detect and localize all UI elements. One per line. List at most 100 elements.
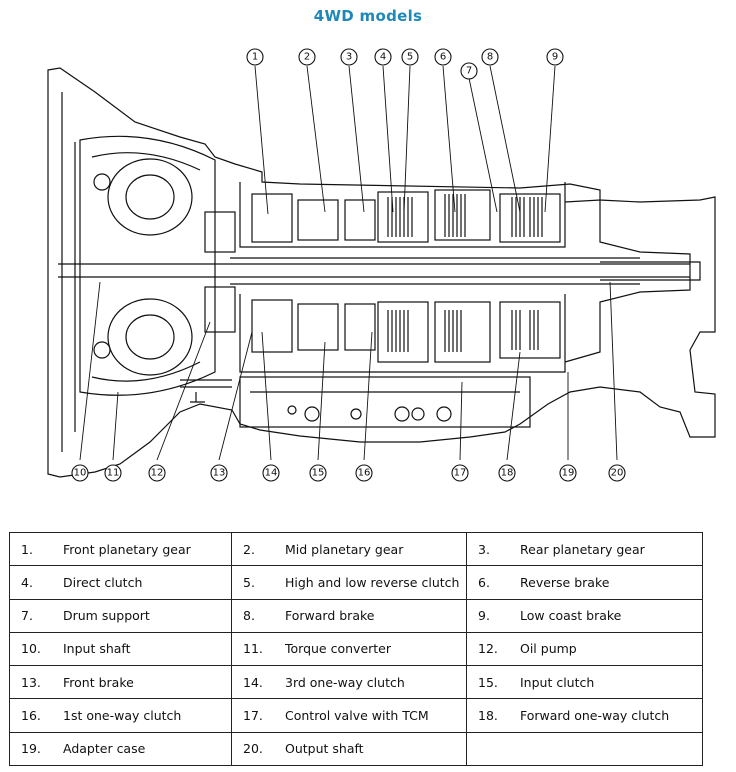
legend-label: 1st one-way clutch: [63, 708, 182, 724]
legend-number: 12.: [478, 641, 498, 657]
callout-8: 8: [481, 48, 499, 66]
legend-cell: 9. Low coast brake: [466, 598, 703, 633]
legend-row: 16. 1st one-way clutch 17. Control valve w…: [9, 698, 703, 733]
legend-label: High and low reverse clutch: [285, 574, 460, 590]
svg-text:12: 12: [151, 468, 164, 479]
callout-5: 5: [401, 48, 419, 66]
legend-label: Input clutch: [520, 674, 595, 690]
page-title: 4WD models: [313, 7, 423, 25]
legend-number: 2.: [243, 541, 255, 557]
callout-9: 9: [546, 48, 564, 66]
legend-cell: 7.Drum support: [9, 598, 232, 633]
svg-text:16: 16: [358, 468, 371, 479]
legend-label: Control valve with TCM: [285, 708, 429, 724]
svg-text:7: 7: [466, 66, 472, 77]
legend-label: Front planetary gear: [63, 541, 191, 557]
legend-label: Input shaft: [63, 641, 131, 657]
svg-text:15: 15: [312, 468, 325, 479]
callout-15: 15: [309, 464, 327, 482]
legend-number: 5.: [243, 574, 255, 590]
legend-cell: 20. Output shaft: [231, 731, 467, 767]
svg-text:8: 8: [487, 52, 493, 63]
callout-10: 10: [71, 464, 89, 482]
legend-label: Forward brake: [285, 608, 375, 624]
svg-text:19: 19: [562, 468, 575, 479]
svg-text:11: 11: [107, 468, 120, 479]
svg-text:10: 10: [74, 468, 87, 479]
svg-text:17: 17: [454, 468, 467, 479]
legend-number: 20.: [243, 741, 263, 757]
legend-number: 3.: [478, 541, 490, 557]
callouts-top: 1 2 3 4 5 6 7 8 9: [246, 48, 564, 80]
callout-11: 11: [104, 464, 122, 482]
legend-label: Forward one-way clutch: [520, 708, 670, 724]
legend-cell: 6. Reverse brake: [466, 565, 703, 600]
legend-row: 19.Adapter case 20. Output shaft: [9, 731, 703, 767]
legend-row: 10.Input shaft 11. Torque converter 12.Oi…: [9, 631, 703, 667]
svg-text:5: 5: [407, 52, 413, 63]
legend-number: 8.: [243, 608, 255, 624]
legend-cell: 11. Torque converter: [231, 631, 467, 667]
legend-number: 9.: [478, 608, 490, 624]
svg-text:6: 6: [440, 52, 446, 63]
callout-13: 13: [210, 464, 228, 482]
legend-cell: 14. 3rd one-way clutch: [231, 665, 467, 700]
svg-text:4: 4: [380, 52, 386, 63]
callout-leader-lines: [79, 65, 618, 461]
legend-number: 15.: [478, 674, 498, 690]
callouts-bottom: 10 11 12 13 14 15 16 17 18 19 20: [71, 464, 626, 482]
legend-cell: 18. Forward one-way clutch: [466, 698, 703, 733]
transmission-cross-section-diagram: 1 2 3 4 5 6 7 8 9 10 11 12 13 14 15 16 1…: [47, 48, 716, 482]
legend-cell: 2. Mid planetary gear: [231, 531, 467, 567]
callout-14: 14: [262, 464, 280, 482]
legend-cell: 16. 1st one-way clutch: [9, 698, 232, 733]
svg-text:1: 1: [252, 52, 258, 63]
legend-label: Mid planetary gear: [285, 541, 404, 557]
callout-17: 17: [451, 464, 469, 482]
legend-number: 6.: [478, 574, 490, 590]
legend-cell: 5. High and low reverse clutch: [231, 565, 467, 600]
legend-number: 14.: [243, 674, 263, 690]
legend-cell: 4. Direct clutch: [9, 565, 232, 600]
legend-number: 4.: [21, 574, 33, 590]
callout-18: 18: [498, 464, 516, 482]
legend-row: 13. Front brake 14. 3rd one-way clutch 15.…: [9, 665, 703, 700]
legend-cell: [466, 731, 703, 767]
callout-7: 7: [460, 62, 478, 80]
legend-label: Direct clutch: [63, 574, 143, 590]
svg-text:13: 13: [213, 468, 226, 479]
legend-cell: 3. Rear planetary gear: [466, 531, 703, 567]
legend-cell: 19.Adapter case: [9, 731, 232, 767]
legend-cell: 12.Oil pump: [466, 631, 703, 667]
legend-cell: 13. Front brake: [9, 665, 232, 700]
legend-cell: 8. Forward brake: [231, 598, 467, 633]
legend-cell: 17. Control valve with TCM: [231, 698, 467, 733]
legend-label: Reverse brake: [520, 574, 610, 590]
legend-number: 11.: [243, 641, 263, 657]
svg-text:18: 18: [501, 468, 514, 479]
legend-row: 4. Direct clutch 5. High and low reverse c…: [9, 565, 703, 600]
legend-label: Torque converter: [285, 641, 391, 657]
legend-row: 7.Drum support 8. Forward brake 9. Low coa…: [9, 598, 703, 633]
transmission-drawing: [47, 67, 716, 478]
legend-cell: 10.Input shaft: [9, 631, 232, 667]
legend-number: 13.: [21, 674, 41, 690]
callout-20: 20: [608, 464, 626, 482]
legend-label: Rear planetary gear: [520, 541, 645, 557]
legend-number: 16.: [21, 708, 41, 724]
legend-label: Output shaft: [285, 741, 364, 757]
legend-cell: 1.Front planetary gear: [9, 531, 232, 567]
callout-19: 19: [559, 464, 577, 482]
callout-2: 2: [298, 48, 316, 66]
legend-label: Low coast brake: [520, 608, 622, 624]
legend-cell: 15. Input clutch: [466, 665, 703, 700]
callout-12: 12: [148, 464, 166, 482]
legend-label: Front brake: [63, 674, 134, 690]
callout-4: 4: [374, 48, 392, 66]
legend-number: 17.: [243, 708, 263, 724]
legend-label: 3rd one-way clutch: [285, 674, 405, 690]
callout-1: 1: [246, 48, 264, 66]
svg-text:2: 2: [304, 52, 310, 63]
callout-3: 3: [340, 48, 358, 66]
legend-number: 18.: [478, 708, 498, 724]
